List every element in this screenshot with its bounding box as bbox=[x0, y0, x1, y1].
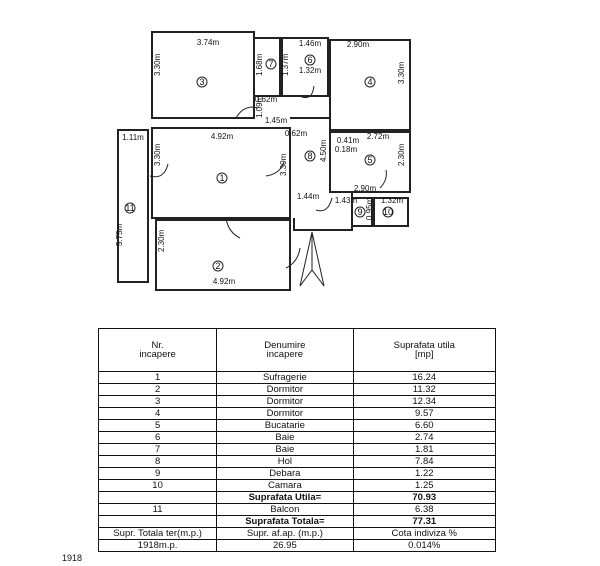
room-1-outline bbox=[151, 127, 291, 219]
dimension: 0.18m bbox=[335, 145, 358, 154]
dimension: 3.30m bbox=[397, 61, 406, 84]
dimension: 1.43m bbox=[335, 196, 358, 205]
footer-mid-value: 26.95 bbox=[216, 539, 354, 552]
room-7-outline bbox=[253, 37, 281, 97]
dimension: 5.75m bbox=[115, 223, 124, 246]
total-useful-value: 70.93 bbox=[352, 491, 497, 504]
room-11-outline bbox=[117, 129, 149, 283]
room-6-outline bbox=[281, 37, 329, 97]
room-number: 3 bbox=[199, 77, 204, 87]
total-useful-row: Suprafata Utila=70.93 bbox=[97, 491, 497, 504]
dimension: 4.92m bbox=[211, 132, 234, 141]
header-area: Suprafata utila [mp] bbox=[352, 328, 497, 372]
area-table: Nr. incapere Denumire incapere Suprafata… bbox=[97, 328, 497, 552]
dimension: 4.92m bbox=[213, 277, 236, 286]
total-value: 77.31 bbox=[352, 515, 497, 528]
footer-mid: Supr. af.ap. (m.p.) bbox=[216, 527, 354, 540]
room-number: 2 bbox=[215, 261, 220, 271]
dimension: 2.30m bbox=[157, 229, 166, 252]
dimension: 1.46m bbox=[299, 39, 322, 48]
dimension: 1.68m bbox=[255, 53, 264, 76]
footer-right: Cota indiviza % bbox=[352, 527, 497, 540]
dimension: 1.32m bbox=[381, 196, 404, 205]
footer-right-value: 0.014% bbox=[352, 539, 497, 552]
dimension: 1.09m bbox=[255, 95, 264, 118]
dimension: 0.41m bbox=[337, 136, 360, 145]
total-row: Suprafata Totala=77.31 bbox=[97, 515, 497, 528]
footer-left-value: 1918m.p. bbox=[97, 539, 218, 552]
dimension: 2.90m bbox=[354, 184, 377, 193]
dimension: 3.30m bbox=[279, 153, 288, 176]
room-number: 7 bbox=[268, 59, 273, 69]
dimension: 2.30m bbox=[397, 143, 406, 166]
dimension: 0.62m bbox=[255, 95, 278, 104]
room-2-outline bbox=[155, 219, 291, 291]
room-4-outline bbox=[329, 39, 411, 131]
room-10-outline bbox=[373, 197, 409, 227]
footer-side-number: 1918 bbox=[62, 553, 83, 563]
watermark bbox=[464, 57, 476, 74]
total-useful-label: Suprafata Utila= bbox=[216, 491, 354, 504]
table-header-row: Nr. incapere Denumire incapere Suprafata… bbox=[97, 328, 497, 372]
room-number: 6 bbox=[307, 55, 312, 65]
dimension: 1.45m bbox=[265, 116, 288, 125]
dimension: 1.44m bbox=[297, 192, 320, 201]
room-number: 9 bbox=[357, 207, 362, 217]
header-name: Denumire incapere bbox=[216, 328, 354, 372]
total-label: Suprafata Totala= bbox=[216, 515, 354, 528]
room-8-outline bbox=[290, 117, 353, 231]
dimension: 1.11m bbox=[122, 133, 144, 142]
room-number: 4 bbox=[367, 77, 372, 87]
dimension: 2.90m bbox=[347, 40, 370, 49]
room-number: 10 bbox=[383, 207, 393, 217]
dimension: 1.37m bbox=[281, 53, 290, 76]
room-number: 1 bbox=[219, 173, 224, 183]
room-number: 5 bbox=[367, 155, 372, 165]
dimension: 0.95m bbox=[365, 197, 374, 220]
dimension: 2.72m bbox=[367, 132, 390, 141]
dimension: 3.30m bbox=[153, 143, 162, 166]
header-nr: Nr. incapere bbox=[97, 328, 218, 372]
dimension: 3.74m bbox=[197, 38, 220, 47]
dimension: 0.62m bbox=[285, 129, 308, 138]
footer-row: Supr. Totala ter(m.p.) Supr. af.ap. (m.p… bbox=[97, 527, 497, 540]
dimension: 1.32m bbox=[299, 66, 322, 75]
room-labels: 3 4 7 6 1 8 5 2 9 10 11 bbox=[124, 54, 394, 272]
floor-plan: 3 4 7 6 1 8 5 2 9 10 11 3.74m 3.30m 2.90… bbox=[115, 31, 476, 291]
dimension: 4.50m bbox=[319, 139, 328, 162]
dimension: 3.30m bbox=[153, 53, 162, 76]
room-number: 11 bbox=[125, 203, 134, 213]
room-number: 8 bbox=[307, 151, 312, 161]
dimension-labels: 3.74m 3.30m 2.90m 3.30m 1.46m 1.32m 1.68… bbox=[115, 38, 406, 286]
room-9-outline bbox=[351, 197, 373, 227]
footer-left: Supr. Totala ter(m.p.) bbox=[97, 527, 218, 540]
footer-values-row: 1918m.p. 26.95 0.014% bbox=[97, 539, 497, 552]
